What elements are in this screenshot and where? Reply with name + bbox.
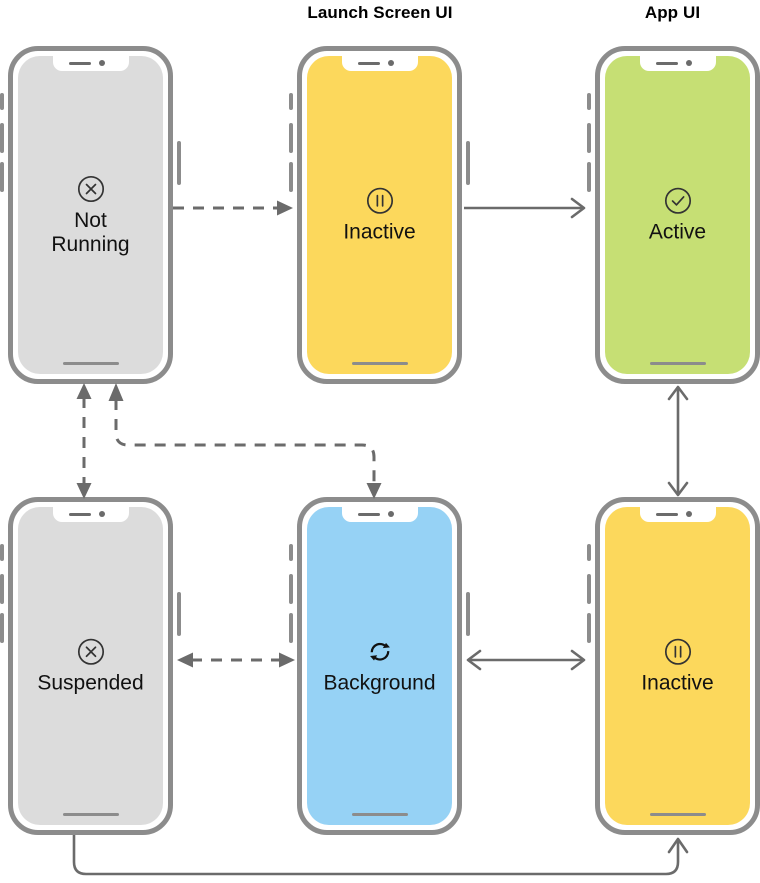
column-header-launch-screen-ui: Launch Screen UI (307, 3, 453, 22)
home-indicator (62, 361, 119, 365)
transition-suspended-to-inactive-app-loop (60, 828, 700, 883)
x-circle-icon (77, 638, 104, 665)
phone-screen: Inactive (605, 507, 750, 825)
power-button-icon (177, 592, 181, 636)
notch (639, 56, 716, 71)
state-content: Suspended (18, 637, 163, 696)
transition-background-to-not-running (100, 383, 390, 499)
state-label: Inactive (343, 220, 416, 244)
state-content: Active (605, 186, 750, 245)
x-circle-icon (77, 175, 104, 203)
transition-active-to-inactive-app (664, 383, 692, 499)
notch (52, 507, 129, 522)
volume-down-button-icon (0, 613, 4, 643)
state-label: Inactive (641, 671, 714, 695)
pause-circle-icon (366, 187, 393, 214)
state-label: Suspended (37, 671, 144, 695)
state-label: Not Running (51, 208, 130, 256)
silent-switch-icon (289, 93, 293, 110)
state-node-background[interactable]: Background (289, 497, 470, 835)
state-content: Not Running (18, 174, 163, 256)
column-header-app-ui: App UI (644, 3, 701, 22)
notch (52, 56, 129, 71)
power-button-icon (466, 141, 470, 185)
silent-switch-icon (0, 544, 4, 561)
silent-switch-icon (587, 544, 591, 561)
volume-down-button-icon (0, 162, 4, 192)
volume-up-button-icon (587, 123, 591, 153)
state-content: Inactive (605, 637, 750, 696)
phone-screen: Not Running (18, 56, 163, 374)
home-indicator (351, 812, 408, 816)
transition-not-running-to-inactive (173, 195, 299, 221)
volume-up-button-icon (0, 574, 4, 604)
silent-switch-icon (587, 93, 591, 110)
phone-screen: Inactive (307, 56, 452, 374)
home-indicator (649, 361, 706, 365)
volume-down-button-icon (587, 162, 591, 192)
transition-not-running-suspended (70, 383, 98, 499)
phone-screen: Active (605, 56, 750, 374)
volume-down-button-icon (289, 613, 293, 643)
silent-switch-icon (0, 93, 4, 110)
silent-switch-icon (289, 544, 293, 561)
volume-up-button-icon (289, 123, 293, 153)
state-content: Background (307, 637, 452, 696)
sync-arrows-icon (369, 642, 390, 661)
volume-down-button-icon (289, 162, 293, 192)
power-button-icon (466, 592, 470, 636)
state-label: Active (648, 220, 707, 244)
notch (341, 56, 418, 71)
state-node-active[interactable]: Active (587, 46, 760, 384)
home-indicator (649, 812, 706, 816)
state-node-not-running[interactable]: Not Running (0, 46, 181, 384)
home-indicator (62, 812, 119, 816)
state-node-suspended[interactable]: Suspended (0, 497, 181, 835)
state-content: Inactive (307, 186, 452, 245)
phone-screen: Background (307, 507, 452, 825)
notch (639, 507, 716, 522)
transition-inactive-to-active (464, 195, 590, 221)
volume-up-button-icon (289, 574, 293, 604)
state-node-inactive-app[interactable]: Inactive (587, 497, 760, 835)
state-label: Background (323, 671, 436, 695)
transition-background-inactive-app (464, 647, 590, 673)
home-indicator (351, 361, 408, 365)
volume-up-button-icon (587, 574, 591, 604)
volume-up-button-icon (0, 123, 4, 153)
phone-screen: Suspended (18, 507, 163, 825)
notch (341, 507, 418, 522)
transition-suspended-background (173, 647, 299, 673)
state-node-inactive-launch[interactable]: Inactive (289, 46, 470, 384)
power-button-icon (177, 141, 181, 185)
pause-circle-icon (664, 638, 691, 665)
check-circle-icon (664, 187, 691, 214)
volume-down-button-icon (587, 613, 591, 643)
